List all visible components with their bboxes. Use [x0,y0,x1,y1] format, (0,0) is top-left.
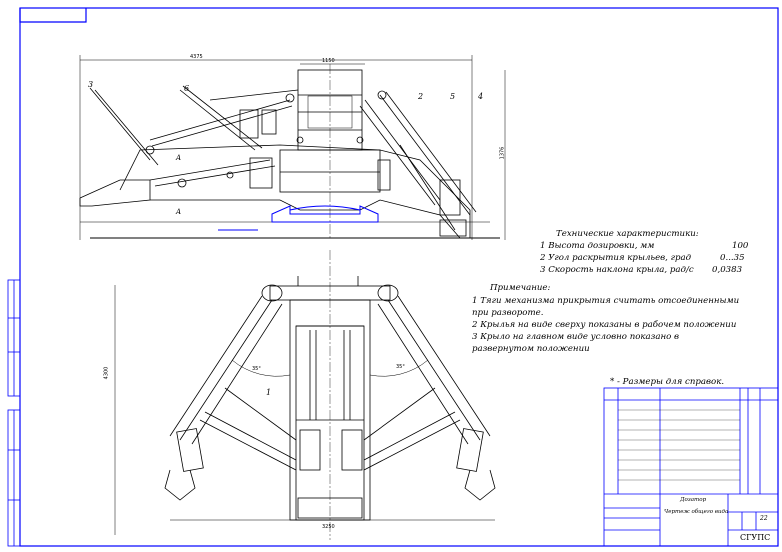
section-mark-a-bottom: A [176,208,182,216]
dim-top-width: 4375 [190,54,203,60]
callout-5: 5 [450,92,456,101]
blue-base-outline [218,205,379,231]
note-line-3: 2 Крылья на виде сверху показаны в рабоч… [472,320,737,330]
tech-row-3-label: 3 Скорость наклона крыла, рад/с [540,265,694,275]
reference-dims-note: * - Размеры для справок. [610,377,725,387]
tech-row-2-value: 0...35 [720,253,745,263]
sheet-frame [19,7,779,547]
angle-left: 35° [252,366,261,372]
tech-title: Технические характеристики: [556,229,699,239]
tech-row-3-value: 0,0383 [712,265,743,275]
callout-4: 4 [478,92,484,101]
title-block-rows [618,409,740,481]
note-line-1: 1 Тяги механизма прикрытия считать отсое… [472,296,740,306]
callout-1: 1 [266,388,272,397]
tech-row-2-label: 2 Угол раскрытия крыльев, град [540,253,692,263]
dim-right-height: 1376 [499,146,506,160]
angle-right: 35° [396,364,405,370]
section-mark-a-top: A [176,154,182,162]
tech-row-1-label: 1 Высота дозировки, мм [540,241,655,251]
note-line-5: развернутом положении [472,344,590,354]
callout-2: 2 [418,92,424,101]
sheet-number: 22 [760,515,768,522]
note-line-4: 3 Крыло на главном виде условно показано… [472,332,680,342]
title-block [603,387,779,547]
left-margin-strips [7,279,21,547]
callout-6: 6 [184,84,190,93]
tech-row-1-value: 100 [732,241,749,251]
front-view [79,55,506,240]
notes-title: Примечание: [490,283,551,293]
callout-3-left: 3 [88,80,94,89]
dim-left-height: 4300 [103,366,110,380]
doc-name-1: Дозатор [680,497,707,503]
top-view [114,250,496,540]
dim-top-center: 1150 [322,58,335,64]
organization: СГУПС [740,533,771,542]
note-line-2: при развороте. [472,308,544,318]
doc-name-2: Чертеж общего вида [664,509,729,515]
dim-bottom-width: 3250 [322,524,335,530]
